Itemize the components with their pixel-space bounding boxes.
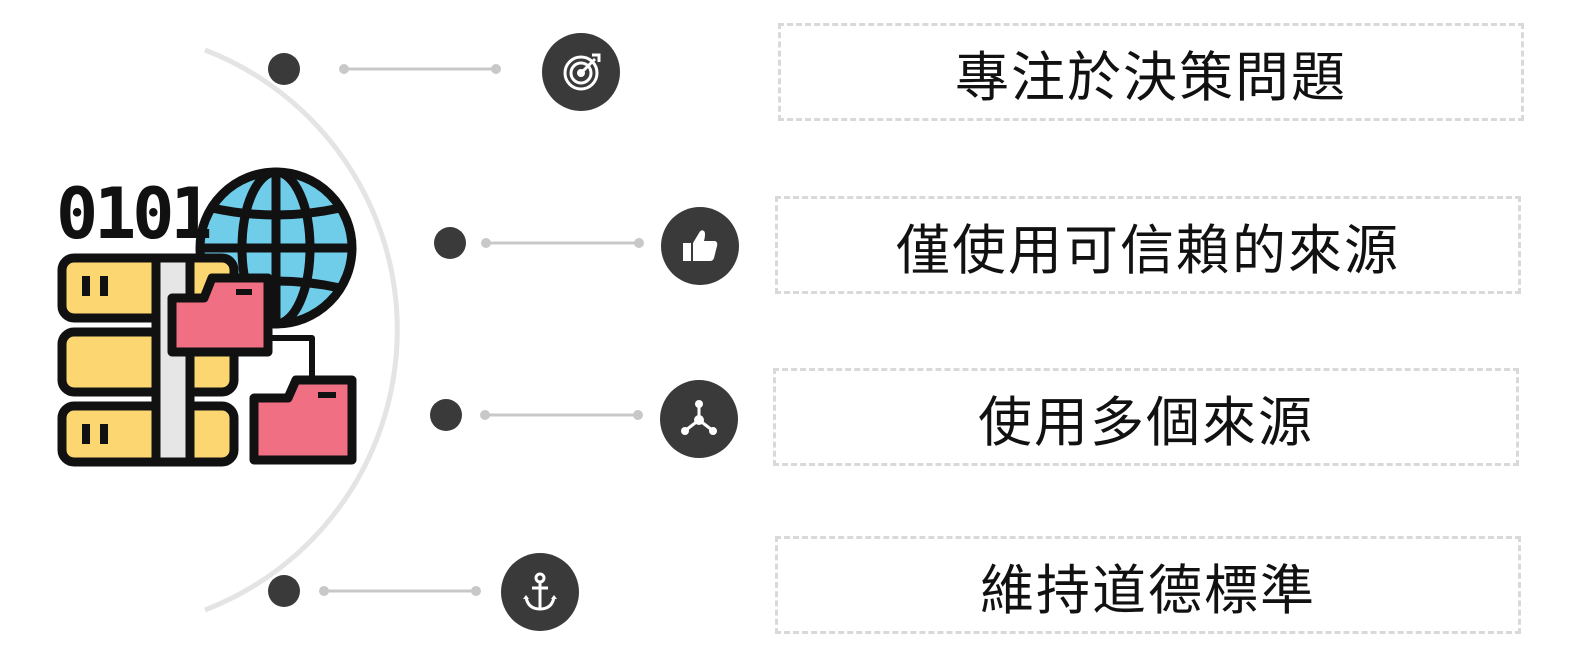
target-icon-badge bbox=[542, 33, 620, 111]
label-text: 維持道德標準 bbox=[980, 558, 1316, 622]
connector-line-3 bbox=[319, 586, 481, 596]
connector-line-1 bbox=[481, 238, 644, 248]
data-sources-icon bbox=[57, 167, 357, 467]
label-text: 專注於決策問題 bbox=[955, 45, 1347, 109]
connector-line-0 bbox=[339, 64, 501, 74]
arc-dot-1 bbox=[434, 227, 466, 259]
label-box-trusted-sources: 僅使用可信賴的來源 bbox=[775, 196, 1521, 294]
arc-dot-0 bbox=[268, 53, 300, 85]
anchor-icon bbox=[523, 572, 557, 611]
label-box-focus-decision: 專注於決策問題 bbox=[778, 23, 1524, 121]
label-text: 僅使用可信賴的來源 bbox=[896, 218, 1400, 282]
network-icon-badge bbox=[660, 380, 738, 458]
network-icon bbox=[681, 400, 717, 435]
connector-arc bbox=[204, 47, 400, 613]
connector-line-2 bbox=[480, 410, 643, 420]
anchor-icon-badge bbox=[501, 553, 579, 631]
arc-dot-3 bbox=[268, 575, 300, 607]
binary-text: 0101 bbox=[56, 173, 209, 255]
thumbs-up-icon bbox=[683, 230, 718, 261]
label-box-multiple-sources: 使用多個來源 bbox=[773, 368, 1519, 466]
target-icon bbox=[563, 53, 601, 91]
label-text: 使用多個來源 bbox=[978, 390, 1314, 454]
label-box-ethics: 維持道德標準 bbox=[775, 536, 1521, 634]
arc-dot-2 bbox=[430, 399, 462, 431]
thumbs-up-icon-badge bbox=[661, 207, 739, 285]
